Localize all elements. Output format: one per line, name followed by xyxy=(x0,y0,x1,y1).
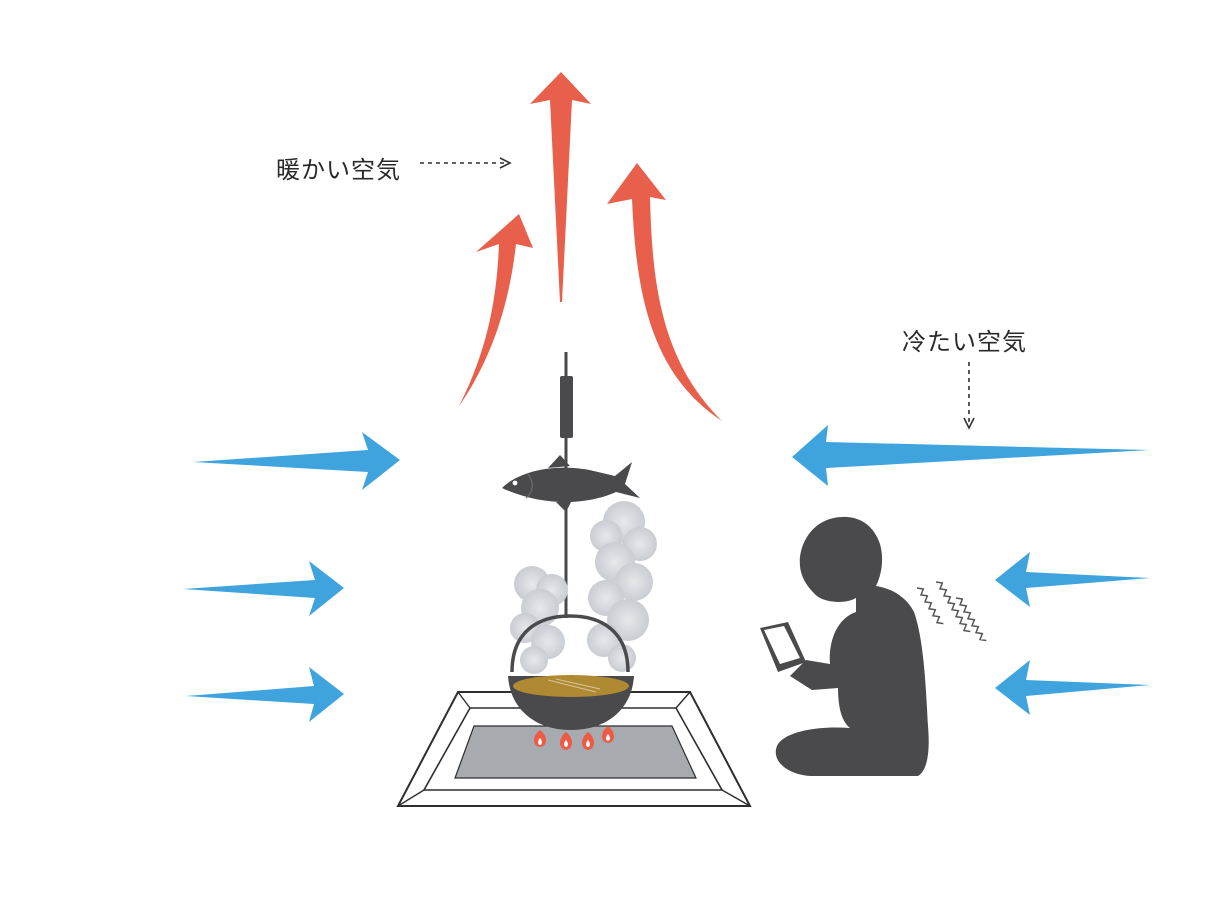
pot-icon xyxy=(508,614,634,730)
cold-arrow-right-1 xyxy=(792,425,1150,486)
steam-clouds xyxy=(510,501,657,674)
cold-arrow-left-1 xyxy=(193,432,400,490)
cold-arrow-right-2 xyxy=(995,552,1150,607)
warm-arrow-right xyxy=(607,163,722,421)
fish-icon xyxy=(502,455,640,512)
warm-air-pointer xyxy=(420,157,512,169)
warm-air-arrows xyxy=(459,72,722,421)
flames xyxy=(534,726,614,750)
reading-child-icon xyxy=(760,516,929,776)
cold-arrow-left-3 xyxy=(186,667,344,722)
cold-arrow-left-2 xyxy=(183,561,344,616)
warm-arrow-center xyxy=(530,72,591,302)
warm-air-label: 暖かい空気 xyxy=(276,156,401,184)
cold-air-label: 冷たい空気 xyxy=(902,328,1027,356)
shiver-icon xyxy=(916,581,987,642)
irori-hearth-icon xyxy=(396,691,752,807)
cold-air-arrows xyxy=(183,425,1150,722)
cold-air-pointer xyxy=(963,362,975,430)
cold-arrow-right-3 xyxy=(995,660,1150,715)
warm-arrow-left xyxy=(459,214,533,406)
